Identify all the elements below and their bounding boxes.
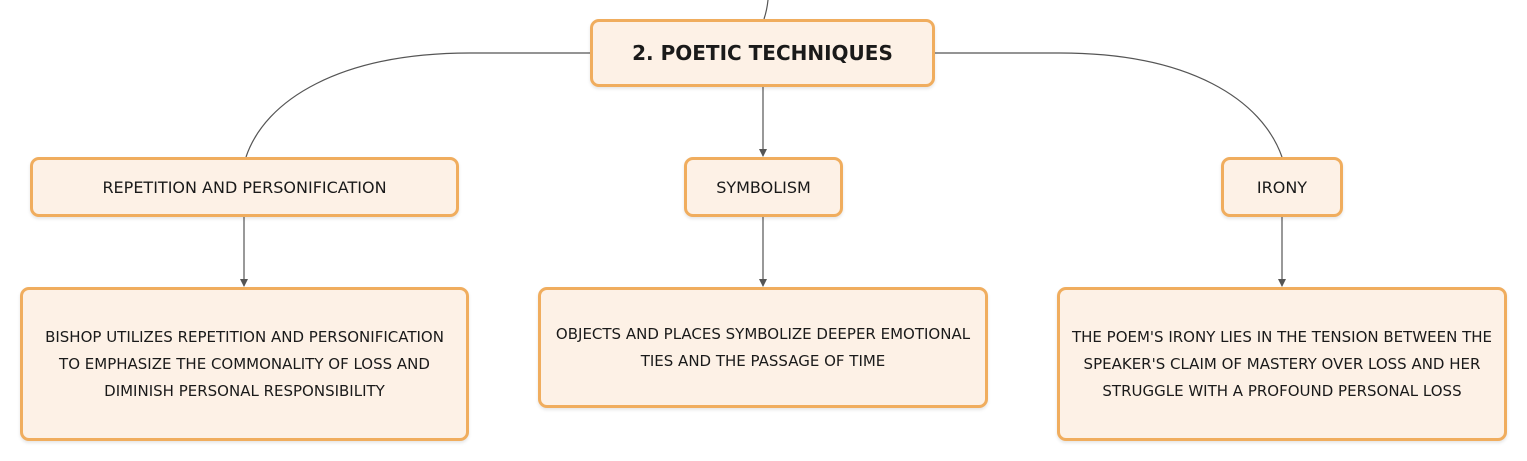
node-description: THE POEM'S IRONY LIES IN THE TENSION BET…: [1071, 327, 1493, 400]
connector-root-to-irony: [935, 52, 1283, 158]
node-repetition-and-personification[interactable]: REPETITION AND PERSONIFICATION: [30, 157, 459, 217]
node-description: OBJECTS AND PLACES SYMBOLIZE DEEPER EMOT…: [555, 324, 971, 370]
node-irony[interactable]: IRONY: [1221, 157, 1343, 217]
incoming-connector: [763, 0, 769, 20]
node-repetition-description[interactable]: BISHOP UTILIZES REPETITION AND PERSONIFI…: [20, 287, 469, 441]
node-label: SYMBOLISM: [716, 177, 811, 197]
root-node[interactable]: 2. POETIC TECHNIQUES: [590, 19, 935, 87]
node-symbolism[interactable]: SYMBOLISM: [684, 157, 843, 217]
root-node-title: 2. POETIC TECHNIQUES: [632, 41, 893, 65]
connector-root-to-repetition: [245, 52, 590, 158]
node-label: IRONY: [1256, 177, 1308, 197]
node-irony-description[interactable]: THE POEM'S IRONY LIES IN THE TENSION BET…: [1057, 287, 1507, 441]
node-description: BISHOP UTILIZES REPETITION AND PERSONIFI…: [45, 327, 444, 400]
node-symbolism-description[interactable]: OBJECTS AND PLACES SYMBOLIZE DEEPER EMOT…: [538, 287, 988, 408]
node-label: REPETITION AND PERSONIFICATION: [102, 177, 387, 197]
